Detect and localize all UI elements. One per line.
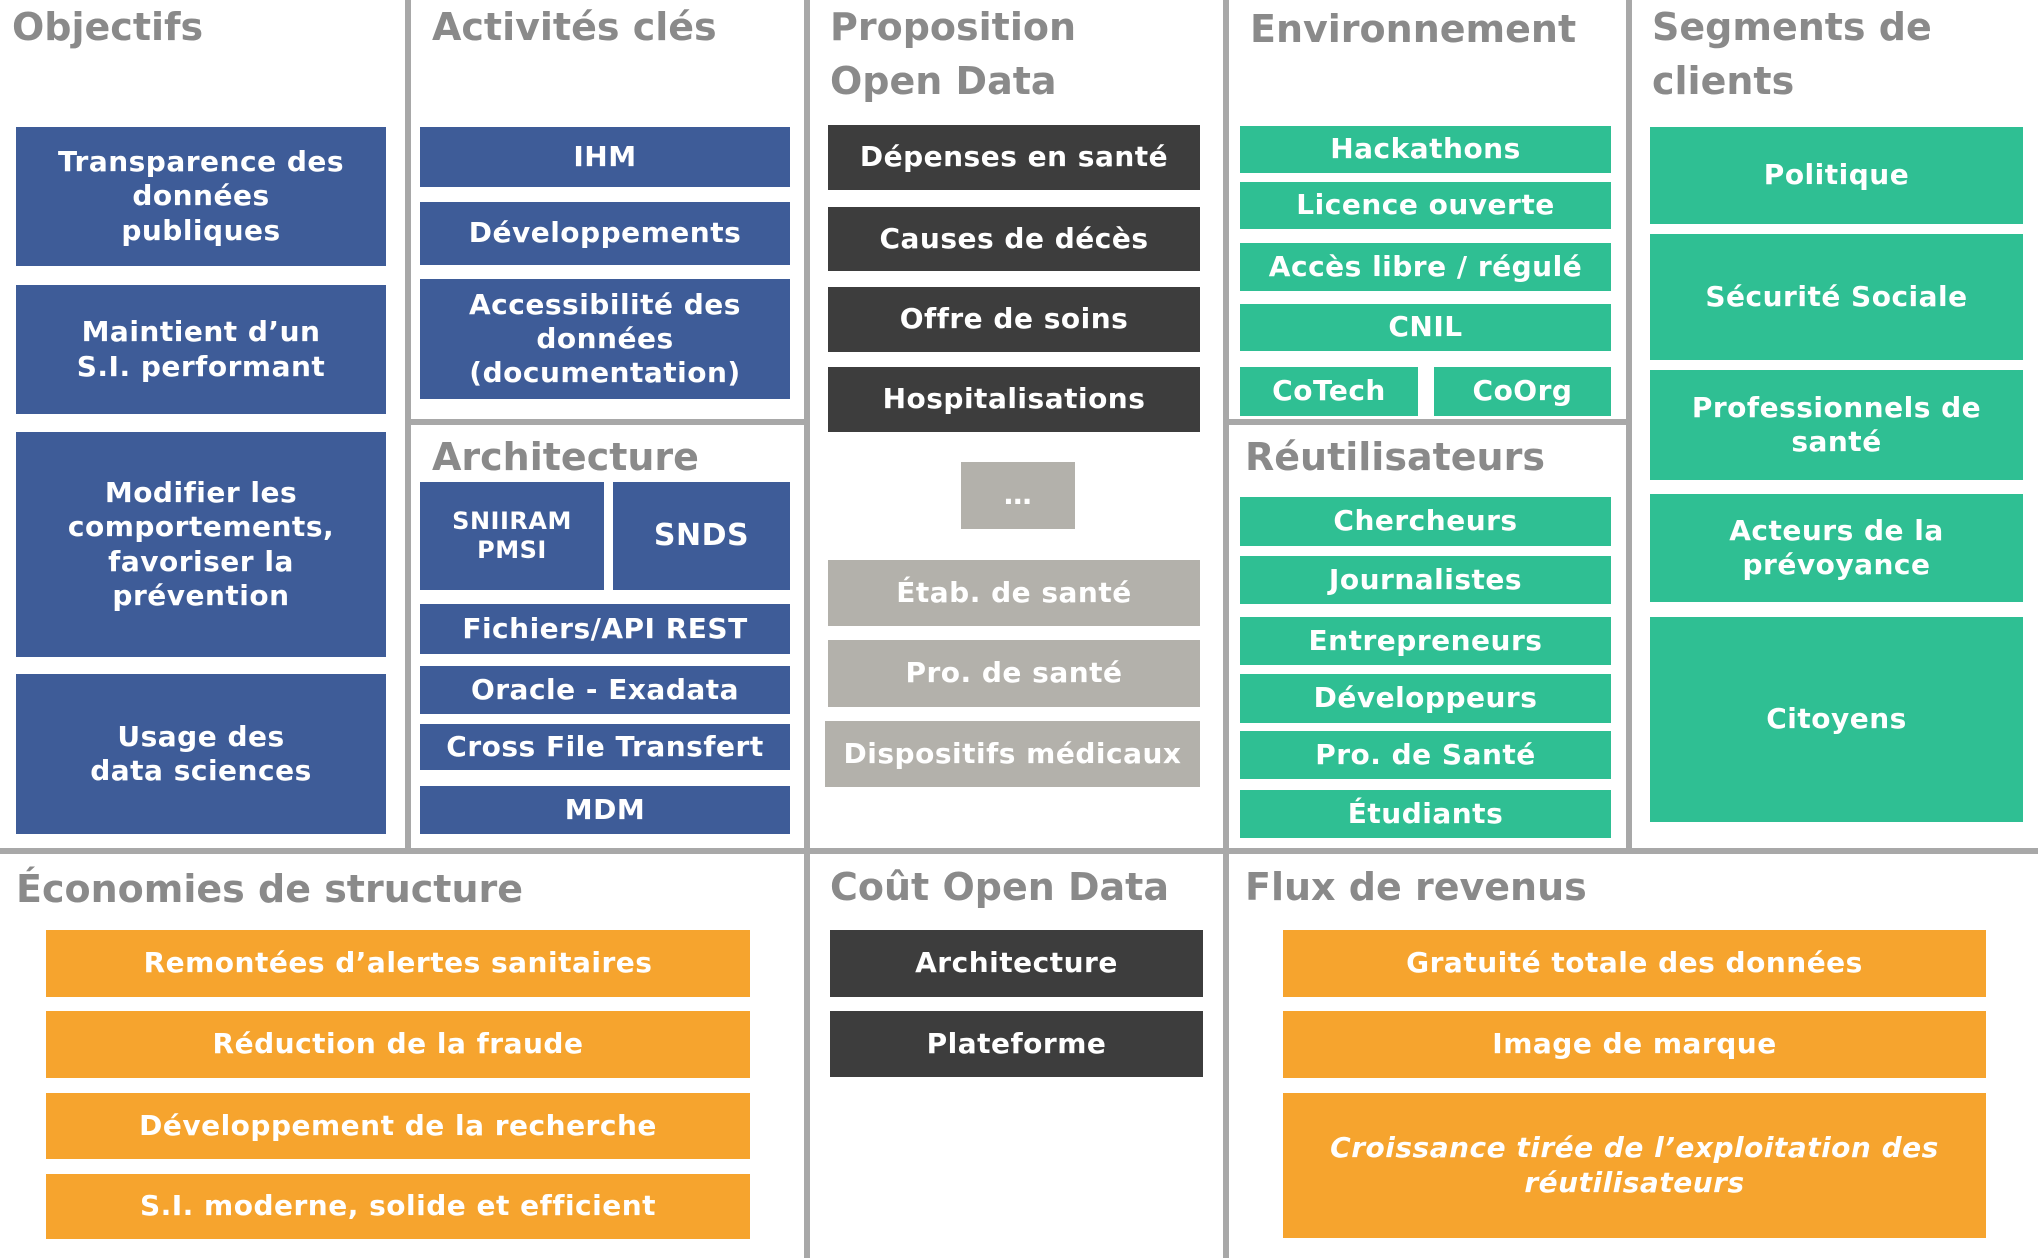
segment-item: Politique: [1650, 127, 2023, 224]
activite-item: IHM: [420, 127, 790, 187]
architecture-title: Architecture: [432, 435, 699, 479]
segment-item: Acteurs de la prévoyance: [1650, 494, 2023, 602]
objectifs-title: Objectifs: [12, 5, 204, 49]
proposition-gray-item: Dispositifs médicaux: [825, 721, 1200, 787]
divider-environnement-segments: [1626, 0, 1632, 850]
segments-title: Segments de clients: [1652, 5, 1932, 103]
economies-title: Économies de structure: [16, 867, 524, 911]
economie-item: S.I. moderne, solide et efficient: [46, 1174, 750, 1239]
reutilisateur-item: Développeurs: [1240, 674, 1611, 723]
environnement-item: Accès libre / régulé: [1240, 243, 1611, 291]
cout-item: Architecture: [830, 930, 1203, 997]
architecture-item: Cross File Transfert: [420, 724, 790, 770]
proposition-gray-item: Étab. de santé: [828, 560, 1200, 626]
proposition-gray-item: Pro. de santé: [828, 640, 1200, 707]
divider-activites-architecture: [405, 419, 807, 425]
reutilisateur-item: Étudiants: [1240, 790, 1611, 838]
divider-activites-proposition: [804, 0, 810, 1258]
environnement-cotech: CoTech: [1240, 367, 1418, 416]
divider-environnement-reutilisateurs: [1223, 419, 1629, 425]
objectif-item: Maintient d’un S.I. performant: [16, 285, 386, 414]
reutilisateur-item: Chercheurs: [1240, 497, 1611, 546]
objectif-item: Modifier les comportements, favoriser la…: [16, 432, 386, 657]
activites-title: Activités clés: [432, 5, 717, 49]
proposition-ellipsis: …: [961, 462, 1075, 529]
economie-item: Réduction de la fraude: [46, 1011, 750, 1078]
architecture-item: Fichiers/API REST: [420, 604, 790, 654]
architecture-item: Oracle - Exadata: [420, 666, 790, 714]
divider-horizontal-main: [0, 848, 2038, 854]
reutilisateur-item: Entrepreneurs: [1240, 617, 1611, 665]
reutilisateur-item: Journalistes: [1240, 556, 1611, 604]
architecture-item: MDM: [420, 786, 790, 834]
activite-item: Accessibilité des données (documentation…: [420, 279, 790, 399]
environnement-coorg: CoOrg: [1434, 367, 1611, 416]
divider-proposition-environnement: [1223, 0, 1229, 1258]
proposition-title: Proposition Open Data: [830, 5, 1076, 103]
reutilisateur-item: Pro. de Santé: [1240, 731, 1611, 779]
environnement-item: Licence ouverte: [1240, 182, 1611, 229]
segment-item: Citoyens: [1650, 617, 2023, 822]
proposition-dark-item: Causes de décès: [828, 207, 1200, 271]
proposition-dark-item: Hospitalisations: [828, 367, 1200, 432]
architecture-sniiram-pmsi: SNIIRAM PMSI: [420, 482, 604, 590]
environnement-title: Environnement: [1250, 7, 1577, 51]
flux-item: Croissance tirée de l’exploitation des r…: [1283, 1093, 1986, 1238]
cout-item: Plateforme: [830, 1011, 1203, 1077]
economie-item: Développement de la recherche: [46, 1093, 750, 1159]
flux-item: Gratuité totale des données: [1283, 930, 1986, 997]
environnement-item: Hackathons: [1240, 126, 1611, 173]
activite-item: Développements: [420, 202, 790, 265]
segment-item: Sécurité Sociale: [1650, 234, 2023, 360]
proposition-dark-item: Dépenses en santé: [828, 125, 1200, 190]
objectif-item: Transparence des données publiques: [16, 127, 386, 266]
flux-item: Image de marque: [1283, 1011, 1986, 1078]
reutilisateurs-title: Réutilisateurs: [1245, 435, 1545, 479]
environnement-item: CNIL: [1240, 304, 1611, 351]
cout-title: Coût Open Data: [830, 865, 1169, 909]
divider-objectifs-activites: [405, 0, 411, 850]
objectif-item: Usage des data sciences: [16, 674, 386, 834]
flux-title: Flux de revenus: [1245, 865, 1587, 909]
economie-item: Remontées d’alertes sanitaires: [46, 930, 750, 997]
proposition-dark-item: Offre de soins: [828, 287, 1200, 352]
architecture-snds: SNDS: [613, 482, 790, 590]
segment-item: Professionnels de santé: [1650, 370, 2023, 480]
